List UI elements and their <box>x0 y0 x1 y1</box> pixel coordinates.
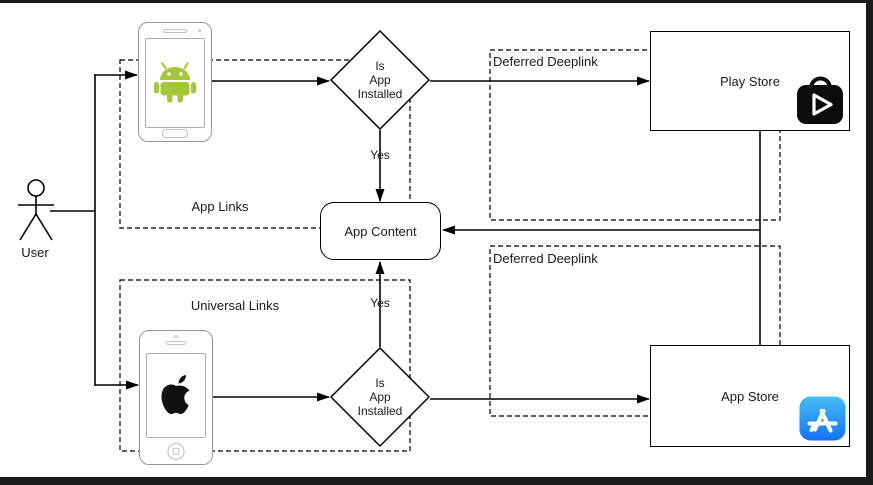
diamond-shape <box>330 30 430 130</box>
user-label: User <box>21 245 49 260</box>
decision-top-label: Is App Installed <box>357 59 403 101</box>
play-store-bag-icon <box>797 76 843 124</box>
app-content-node: App Content <box>320 202 441 260</box>
decision-is-app-installed-top: Is App Installed <box>330 30 430 130</box>
phone-camera-dot <box>198 29 201 32</box>
apple-logo-icon <box>161 375 190 415</box>
android-robot-icon <box>154 61 196 103</box>
universal-links-dashed-box <box>119 279 411 452</box>
yes-label-top: Yes <box>370 148 390 162</box>
deferred-deeplink-label-bottom: Deferred Deeplink <box>493 251 598 266</box>
app-links-label: App Links <box>191 199 249 214</box>
phone-home-button <box>162 129 188 138</box>
iphone-home-button <box>167 443 185 460</box>
iphone-screen <box>146 353 206 438</box>
play-store-label: Play Store <box>720 73 780 89</box>
phone-speaker <box>163 29 187 33</box>
iphone-camera-dot <box>174 335 178 338</box>
decision-bottom-label: Is App Installed <box>357 376 403 418</box>
deferred-deeplink-label-top: Deferred Deeplink <box>493 54 598 69</box>
diamond-shape <box>330 347 430 447</box>
decision-is-app-installed-bottom: Is App Installed <box>330 347 430 447</box>
app-content-label: App Content <box>344 223 417 239</box>
deferred-deeplink-dashed-box-top <box>489 49 781 221</box>
android-phone-screen <box>145 38 205 128</box>
deferred-deeplink-dashed-box-bottom <box>489 245 781 417</box>
android-phone-icon <box>138 22 212 142</box>
iphone-speaker <box>166 341 186 345</box>
app-links-dashed-box <box>119 59 411 229</box>
frame-right-bar <box>866 0 873 485</box>
iphone-icon <box>139 330 213 465</box>
app-store-icon <box>799 396 846 441</box>
universal-links-label: Universal Links <box>190 298 280 313</box>
yes-label-bottom: Yes <box>370 296 390 310</box>
frame-bottom-bar <box>0 477 873 485</box>
frame-top-bar <box>0 0 873 3</box>
app-store-label: App Store <box>721 388 779 404</box>
user-stick-figure-icon <box>18 179 54 241</box>
